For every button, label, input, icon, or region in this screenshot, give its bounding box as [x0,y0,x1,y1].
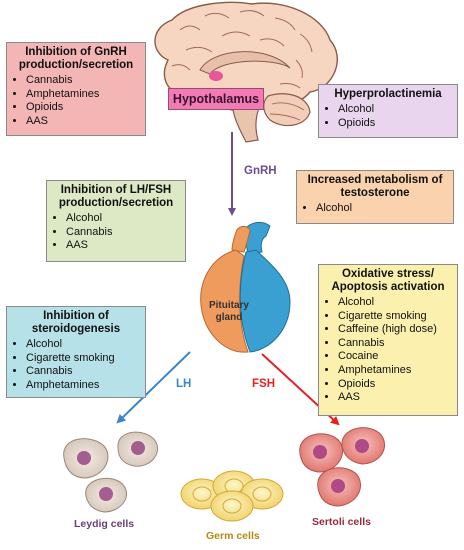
list-item: Opioids [26,101,140,115]
box-hyperprolactinemia: Hyperprolactinemia Alcohol Opioids [318,84,458,138]
box-steroidogenesis-list: Alcohol Cigarette smoking Cannabis Amphe… [12,338,140,392]
list-item: Cocaine [338,350,452,364]
lh-label: LH [176,378,192,390]
box-oxidative-stress-list: Alcohol Cigarette smoking Caffeine (high… [324,296,452,405]
box-gnrh-inhibition: Inhibition of GnRH production/secretion … [6,42,146,136]
list-item: Cannabis [66,226,180,240]
list-item: Alcohol [338,103,452,117]
list-item: AAS [26,115,140,129]
fsh-label: FSH [252,378,275,390]
list-item: Alcohol [26,338,140,352]
pituitary-gland-illustration [200,221,291,353]
list-item: Amphetamines [26,379,140,393]
list-item: Cannabis [338,337,452,351]
list-item: Cannabis [26,74,140,88]
box-gnrh-inhibition-list: Cannabis Amphetamines Opioids AAS [12,74,140,128]
box-steroidogenesis-title: Inhibition of steroidogenesis [31,310,121,335]
brain-folds [171,10,313,89]
box-lh-fsh-inhibition-list: Alcohol Cannabis AAS [52,212,180,253]
leydig-cells-illustration [63,431,158,513]
list-item: Alcohol [338,296,452,310]
list-item: Cigarette smoking [26,352,140,366]
list-item: Opioids [338,378,452,392]
box-testosterone-metabolism: Increased metabolism of testosterone Alc… [296,170,454,224]
box-oxidative-stress-title: Oxidative stress/ Apoptosis activation [331,268,445,293]
pituitary-label-line-2: gland [215,312,243,323]
list-item: AAS [66,239,180,253]
list-item: Caffeine (high dose) [338,323,452,337]
list-item: Cigarette smoking [338,310,452,324]
sertoli-cells-label: Sertoli cells [312,516,371,528]
pituitary-stalk [244,221,271,255]
box-hyperprolactinemia-title: Hyperprolactinemia [334,88,442,100]
sertoli-cells-illustration [299,427,385,507]
germ-cells-label: Germ cells [206,530,260,542]
box-gnrh-inhibition-title: Inhibition of GnRH production/secretion [18,46,134,71]
pituitary-anterior-lobe [200,249,249,353]
list-item: Alcohol [316,202,448,216]
list-item: Amphetamines [26,88,140,102]
pituitary-posterior-lobe [239,249,291,353]
gnrh-label: GnRH [244,165,277,177]
box-lh-fsh-inhibition: Inhibition of LH/FSH production/secretio… [46,180,186,262]
box-hyperprolactinemia-list: Alcohol Opioids [324,103,452,130]
pituitary-top [231,225,251,253]
corpus-callosum [199,51,291,75]
lh-arrow [116,351,191,424]
list-item: Alcohol [66,212,180,226]
list-item: AAS [338,391,452,405]
box-testosterone-metabolism-title: Increased metabolism of testosterone [307,174,443,199]
germ-cells-illustration [180,470,284,522]
brain-illustration [154,1,338,143]
hypothalamus-region [209,71,223,81]
list-item: Opioids [338,117,452,131]
leydig-cells-label: Leydig cells [74,518,135,530]
box-steroidogenesis: Inhibition of steroidogenesis Alcohol Ci… [6,306,146,398]
box-oxidative-stress: Oxidative stress/ Apoptosis activation A… [318,264,458,416]
hypothalamus-label: Hypothalamus [168,88,264,110]
pituitary-gland-label: Pituitary gland [204,300,254,324]
box-lh-fsh-inhibition-title: Inhibition of LH/FSH production/secretio… [58,184,174,209]
list-item: Amphetamines [338,364,452,378]
list-item: Cannabis [26,365,140,379]
box-testosterone-metabolism-list: Alcohol [302,202,448,216]
pituitary-label-line-1: Pituitary [208,300,249,311]
